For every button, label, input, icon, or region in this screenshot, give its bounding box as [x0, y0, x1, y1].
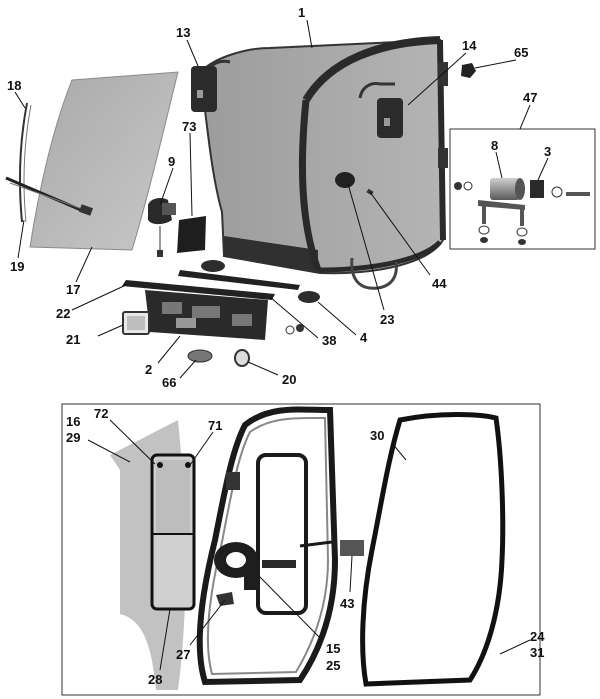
callout-8: 8 — [491, 138, 498, 153]
dash-panel — [145, 290, 268, 340]
callout-44: 44 — [432, 276, 447, 291]
cap-part — [461, 63, 476, 78]
cab-body — [198, 36, 448, 290]
callout-21: 21 — [66, 332, 80, 347]
callout-47: 47 — [523, 90, 537, 105]
dash-strip — [178, 270, 300, 290]
callout-13: 13 — [176, 25, 190, 40]
door-seal — [360, 412, 506, 687]
detail-box-47 — [449, 128, 596, 250]
callout-labels: 1 13 14 65 18 73 9 47 8 3 19 17 44 22 23… — [7, 5, 551, 687]
callout-27: 27 — [176, 647, 190, 662]
callout-1: 1 — [298, 5, 305, 20]
callout-24: 24 — [530, 629, 545, 644]
round-part — [187, 349, 213, 363]
small-ring — [296, 324, 304, 332]
round-cover-part — [335, 172, 355, 188]
callout-4: 4 — [360, 330, 368, 345]
door-frame — [196, 406, 339, 686]
callout-3: 3 — [544, 144, 551, 159]
dash-strip — [122, 280, 275, 300]
knob-part — [298, 291, 320, 303]
callout-17: 17 — [66, 282, 80, 297]
left-mirror — [191, 59, 231, 112]
gasket-strip — [177, 216, 206, 253]
callout-65: 65 — [514, 45, 528, 60]
callout-22: 22 — [56, 306, 70, 321]
callout-23: 23 — [380, 312, 394, 327]
callout-25: 25 — [326, 658, 340, 673]
callout-30: 30 — [370, 428, 384, 443]
callout-73: 73 — [182, 119, 196, 134]
callout-19: 19 — [10, 259, 24, 274]
right-mirror — [358, 82, 403, 138]
leader-lines — [14, 19, 549, 671]
wiper-assembly — [5, 102, 94, 223]
hinge-bracket — [340, 540, 364, 556]
callout-18: 18 — [7, 78, 21, 93]
callout-14: 14 — [462, 38, 477, 53]
callout-28: 28 — [148, 672, 162, 687]
callout-71: 71 — [208, 418, 222, 433]
callout-9: 9 — [168, 154, 175, 169]
switch-module — [148, 197, 176, 257]
small-ring — [285, 325, 295, 335]
sliding-window-frame — [150, 453, 196, 611]
ring-part — [234, 349, 250, 367]
callout-38: 38 — [322, 333, 336, 348]
callout-31: 31 — [530, 645, 544, 660]
callout-20: 20 — [282, 372, 296, 387]
callout-15: 15 — [326, 641, 340, 656]
callout-43: 43 — [340, 596, 354, 611]
callout-66: 66 — [162, 375, 176, 390]
knob-part — [201, 260, 225, 272]
work-lamp — [122, 311, 150, 335]
callout-16: 16 — [66, 414, 80, 429]
callout-29: 29 — [66, 430, 80, 445]
callout-72: 72 — [94, 406, 108, 421]
callout-2: 2 — [145, 362, 152, 377]
